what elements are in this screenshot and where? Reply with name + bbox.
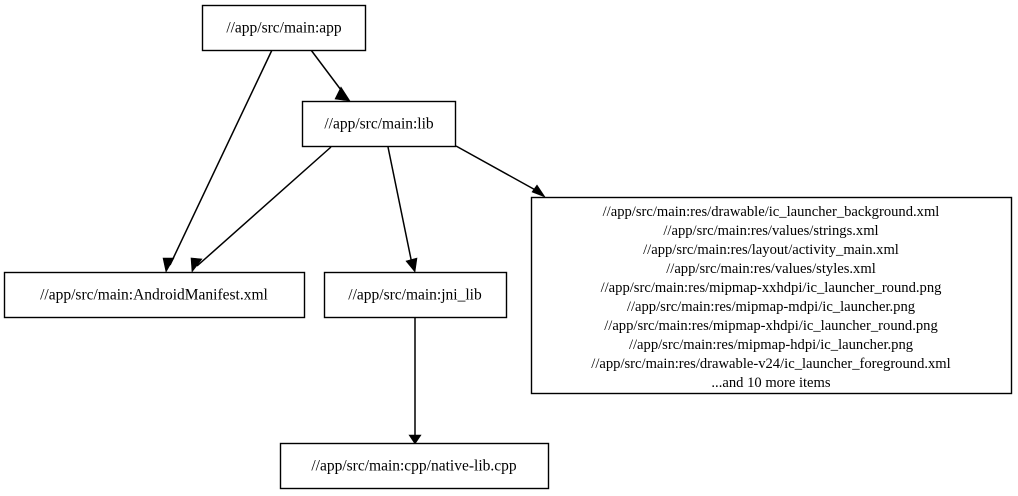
node-label-resources-line-3: //app/src/main:res/values/styles.xml: [666, 261, 876, 277]
node-native-lib[interactable]: //app/src/main:cpp/native-lib.cpp: [279, 442, 550, 490]
node-label-resources-line-7: //app/src/main:res/mipmap-hdpi/ic_launch…: [629, 337, 914, 353]
node-label-resources-line-8: //app/src/main:res/drawable-v24/ic_launc…: [591, 356, 950, 372]
arrowhead-icon: [162, 257, 175, 273]
edge-line: [196, 146, 332, 267]
edge-line: [310, 49, 345, 95]
edge-app-to-lib: [310, 49, 351, 102]
node-box[interactable]: [323, 271, 508, 319]
node-label-native-lib: //app/src/main:cpp/native-lib.cpp: [311, 458, 517, 475]
node-jni-lib[interactable]: //app/src/main:jni_lib: [323, 271, 508, 319]
edge-line: [169, 49, 273, 266]
edge-lib-to-manifest: [190, 146, 332, 273]
edge-line: [387, 146, 413, 265]
node-label-lib: //app/src/main:lib: [324, 116, 434, 133]
node-box[interactable]: [530, 196, 1013, 395]
node-label-jni-lib: //app/src/main:jni_lib: [348, 287, 482, 304]
arrowhead-icon: [531, 184, 546, 198]
node-label-resources-line-9: ...and 10 more items: [711, 375, 830, 391]
node-label-resources-line-4: //app/src/main:res/mipmap-xxhdpi/ic_laun…: [601, 280, 943, 296]
edge-app-to-manifest: [162, 49, 273, 273]
arrowhead-icon: [405, 257, 418, 273]
arrowhead-icon: [408, 434, 422, 445]
node-label-resources-line-0: //app/src/main:res/drawable/ic_launcher_…: [603, 204, 940, 220]
node-label-resources-line-5: //app/src/main:res/mipmap-mdpi/ic_launch…: [627, 299, 916, 315]
node-label-resources-line-1: //app/src/main:res/values/strings.xml: [663, 223, 878, 239]
edge-layer: [162, 49, 546, 445]
node-label-android-manifest: //app/src/main:AndroidManifest.xml: [40, 287, 268, 304]
node-label-resources-line-6: //app/src/main:res/mipmap-xhdpi/ic_launc…: [604, 318, 938, 334]
node-resources[interactable]: //app/src/main:res/drawable/ic_launcher_…: [530, 196, 1013, 395]
node-label-resources-line-2: //app/src/main:res/layout/activity_main.…: [643, 242, 899, 258]
node-box[interactable]: [201, 4, 367, 52]
node-lib[interactable]: //app/src/main:lib: [301, 100, 457, 148]
edge-jni-lib-to-native-lib: [408, 318, 422, 445]
arrowhead-icon: [190, 257, 203, 273]
node-box[interactable]: [3, 271, 306, 319]
node-box[interactable]: [279, 442, 550, 490]
edge-lib-to-resources: [455, 145, 546, 198]
node-box[interactable]: [301, 100, 457, 148]
edge-line: [455, 145, 540, 193]
node-label-app: //app/src/main:app: [226, 20, 342, 37]
edge-lib-to-jni-lib: [387, 146, 418, 273]
node-android-manifest[interactable]: //app/src/main:AndroidManifest.xml: [3, 271, 306, 319]
node-app[interactable]: //app/src/main:app: [201, 4, 367, 52]
arrowhead-icon: [334, 86, 351, 102]
